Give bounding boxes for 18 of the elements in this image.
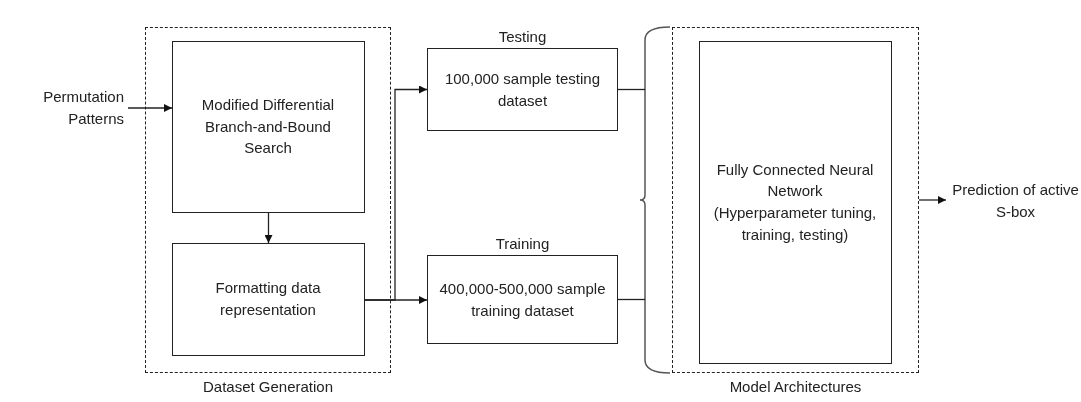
text-label: Permutation Patterns bbox=[42, 87, 124, 129]
box-text: Modified Differential Branch-and-Bound Search bbox=[200, 94, 336, 159]
arrow bbox=[127, 104, 173, 112]
box-caption: Training bbox=[494, 235, 551, 252]
box-text: 400,000-500,000 sample training dataset bbox=[438, 278, 607, 321]
text-label: Prediction of active S-box bbox=[951, 180, 1080, 222]
process-box bbox=[171, 40, 365, 213]
box-caption: Testing bbox=[497, 28, 548, 45]
arrow bbox=[918, 196, 947, 204]
process-box bbox=[171, 242, 365, 356]
box-text: Fully Connected Neural Network (Hyperparameter tuning, training, testing) bbox=[712, 159, 878, 245]
arrow bbox=[264, 212, 273, 244]
process-box bbox=[698, 40, 892, 364]
box-text: Formatting data representation bbox=[214, 278, 322, 320]
box-text: 100,000 sample testing dataset bbox=[443, 68, 602, 111]
group-label: Dataset Generation bbox=[201, 378, 335, 395]
arrow bbox=[364, 296, 428, 304]
group-label: Model Architectures bbox=[728, 378, 863, 395]
